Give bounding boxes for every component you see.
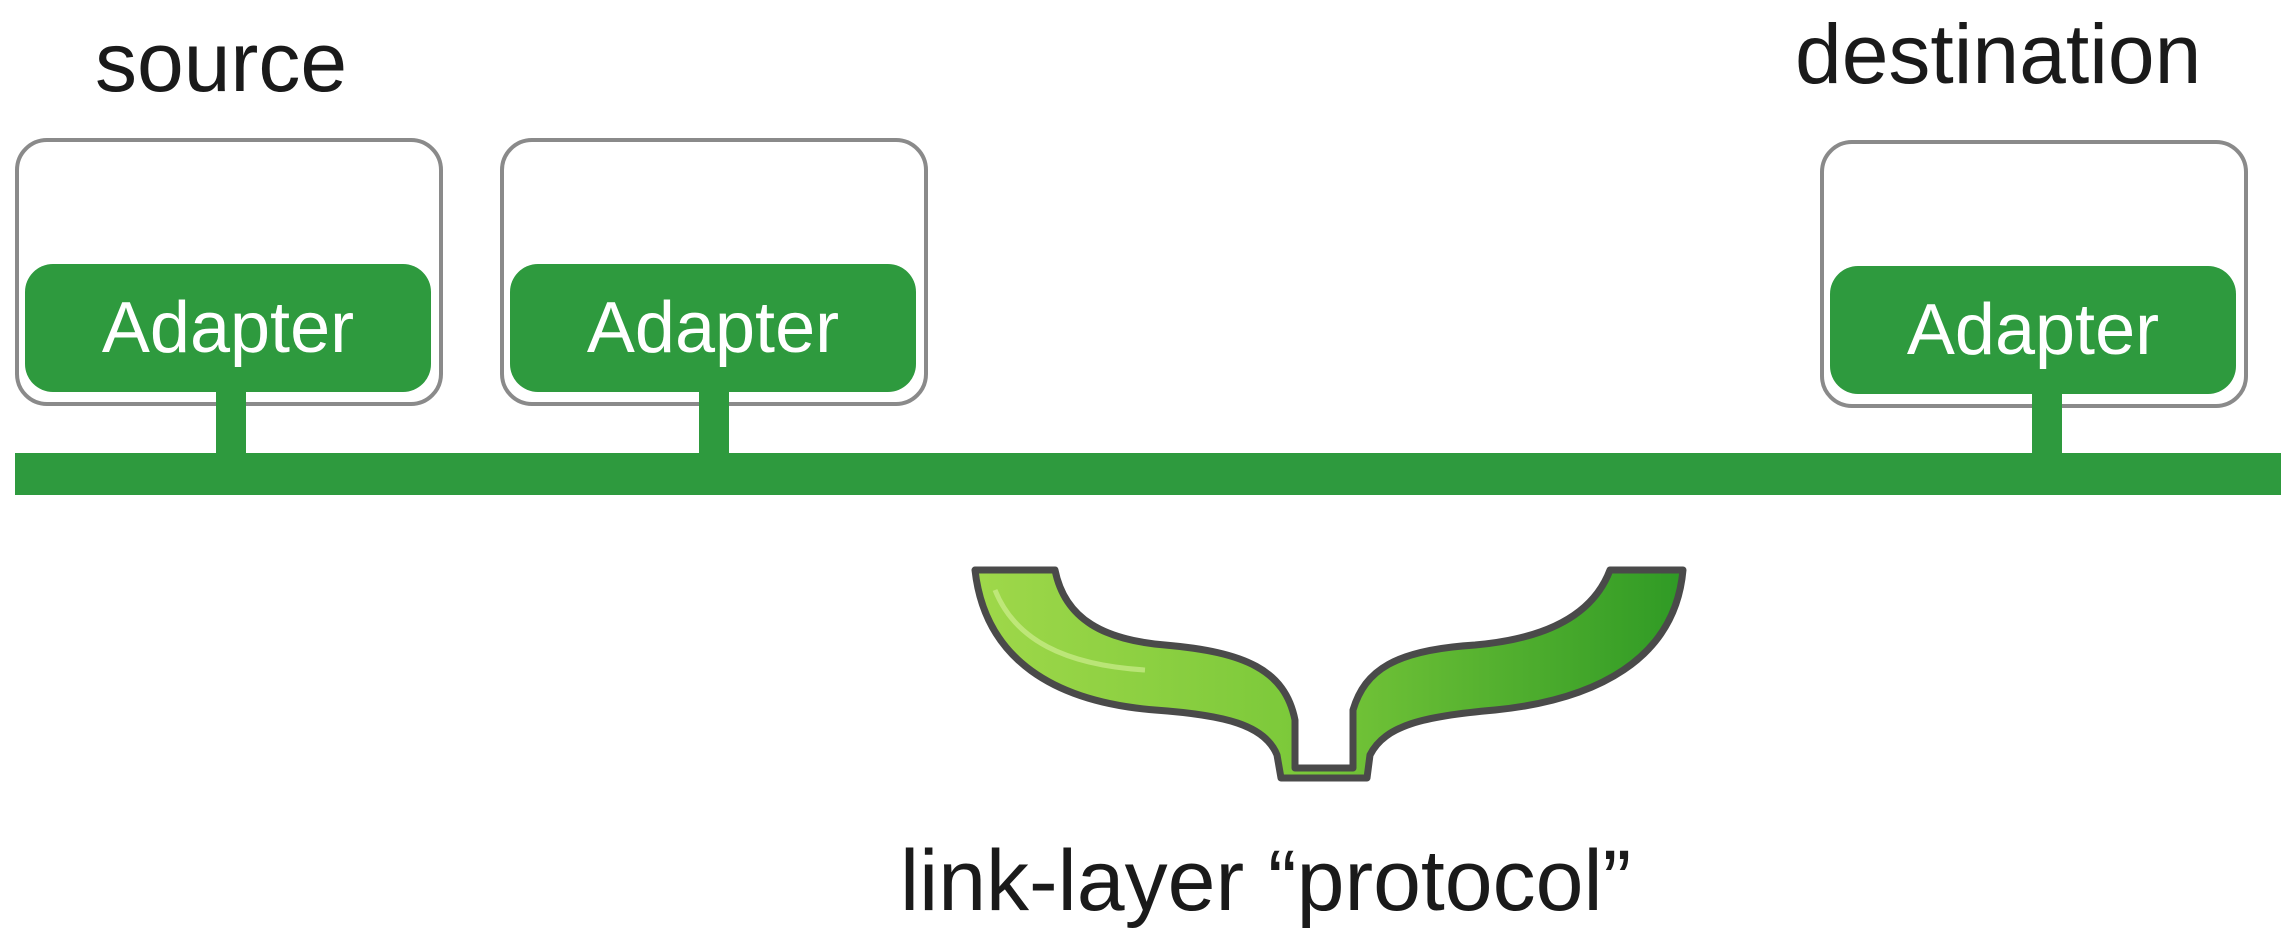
middle-adapter-link [699, 392, 729, 462]
curly-brace-icon [971, 566, 1687, 782]
source-label: source [95, 15, 348, 109]
source-adapter-link [216, 392, 246, 462]
destination-adapter-link [2032, 394, 2062, 462]
protocol-label: link-layer “protocol” [900, 833, 1632, 929]
destination-label: destination [1795, 7, 2202, 101]
destination-adapter: Adapter [1830, 266, 2236, 394]
link-bus [15, 453, 2281, 495]
middle-adapter: Adapter [510, 264, 916, 392]
source-adapter: Adapter [25, 264, 431, 392]
